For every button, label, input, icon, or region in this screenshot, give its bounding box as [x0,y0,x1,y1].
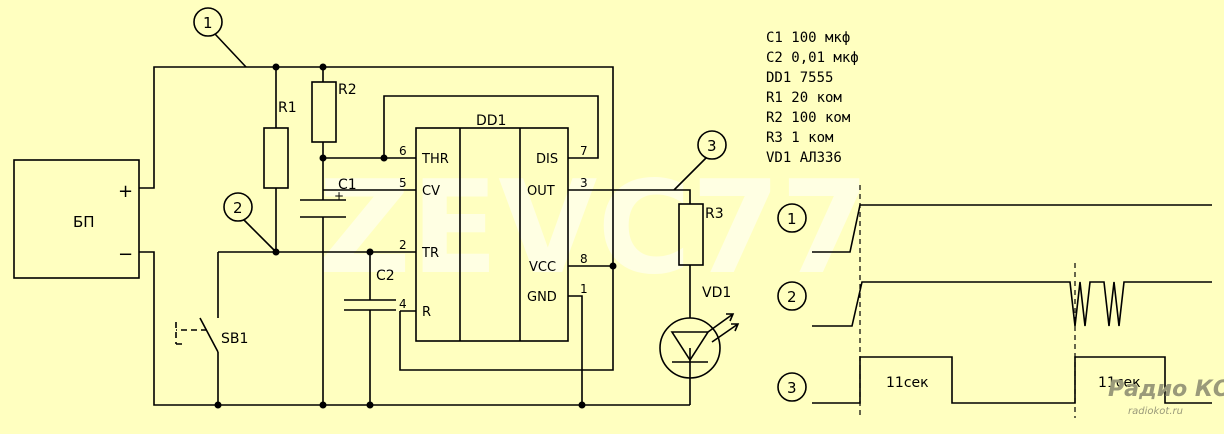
power-supply-label: БП [73,213,95,231]
timing-channel-3-label: 3 [787,379,797,397]
pin-tr-label: TR [421,246,439,261]
c2-label: C2 [376,268,395,284]
timing-channel-1-label: 1 [787,210,797,228]
pulse-duration-label: 11сек [1098,375,1141,391]
pin-3-number: 3 [580,176,588,190]
ic-dd1: DD1 6 THR 5 CV 2 TR 4 R 7 DIS 3 OUT 8 VC… [399,113,588,342]
c1-plus-sign: + [334,189,344,203]
capacitor-c2: C2 [344,268,396,311]
parts-list-item: C2 0,01 мкф [766,50,859,66]
test-point-3: 3 [673,130,727,191]
timing-waveform-1 [812,204,1212,253]
power-plus-sign: + [118,181,133,202]
logo-url: radiokot.ru [1128,406,1183,417]
test-point-2: 2 [223,192,277,253]
ic-name: DD1 [476,113,506,129]
pulse-duration-label: 11сек [886,375,929,391]
watermark: ZEVC77 [318,154,869,303]
pin-7-number: 7 [580,144,588,158]
parts-list-item: R1 20 ком [766,90,842,106]
power-minus-sign: − [118,244,133,265]
pin-dis-label: DIS [536,152,558,167]
junction-dots [214,63,617,409]
timing-channel-2-label: 2 [787,288,797,306]
wires [139,66,691,406]
test-point-1: 1 [193,7,247,68]
pin-gnd-label: GND [527,290,557,305]
parts-list-item: DD1 7555 [766,70,833,86]
capacitor-c1: C1 + [300,177,357,218]
power-supply: БП + − [13,159,140,279]
timing-diagram: 1 2 3 11сек 11сек [777,185,1212,418]
vd1-label: VD1 [702,285,731,301]
pin-5-number: 5 [399,176,407,190]
r1-label: R1 [278,100,297,116]
r3-label: R3 [705,206,724,222]
pin-cv-label: CV [422,184,440,199]
pin-r-label: R [422,305,431,320]
timing-waveform-2 [812,281,1212,327]
parts-list: C1 100 мкф C2 0,01 мкф DD1 7555 R1 20 ко… [766,30,859,166]
pin-2-number: 2 [399,238,407,252]
r2-label: R2 [338,82,357,98]
parts-list-item: VD1 АЛ336 [766,150,842,166]
parts-list-item: C1 100 мкф [766,30,850,46]
timing-waveform-3 [812,356,1212,404]
led-vd1: VD1 [659,285,740,379]
switch-sb1: SB1 [175,317,248,353]
test-point-2-label: 2 [233,199,243,217]
logo-name: Радио КОТ [1108,377,1224,402]
pin-6-number: 6 [399,144,407,158]
resistor-r2: R2 [311,81,357,143]
parts-list-item: R3 1 ком [766,130,834,146]
sb1-label: SB1 [221,331,248,347]
resistor-r3: R3 [678,203,724,266]
test-point-3-label: 3 [707,137,717,155]
pin-1-number: 1 [580,282,588,296]
resistor-r1: R1 [263,100,297,189]
pin-out-label: OUT [527,184,555,199]
pin-8-number: 8 [580,252,588,266]
c1-label: C1 [338,177,357,193]
pin-vcc-label: VCC [529,260,556,275]
pin-4-number: 4 [399,297,407,311]
test-point-1-label: 1 [203,14,213,32]
parts-list-item: R2 100 ком [766,110,851,126]
site-logo: Радио КОТ radiokot.ru [1108,377,1224,417]
pin-thr-label: THR [421,152,449,167]
